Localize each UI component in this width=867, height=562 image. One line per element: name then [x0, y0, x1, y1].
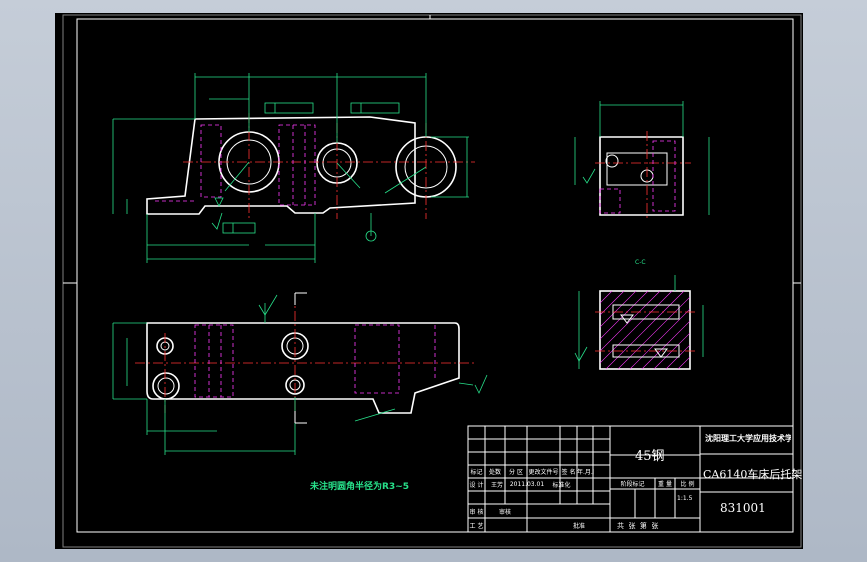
tb-design-row: 设 计 王芳 2011.03.01 标准化 — [468, 478, 610, 491]
scale-value: 1:1.5 — [677, 495, 693, 502]
roughness-symbol — [582, 168, 596, 184]
bolt-hole — [285, 375, 305, 395]
tb-cell: 工 艺 — [469, 522, 484, 530]
sheet-info: 共 张 第 张 — [617, 522, 659, 530]
tb-header-row: 标记 处数 分 区 更改文件号 签 名 年.月.日 — [468, 465, 610, 478]
geo-tolerance-frame — [222, 222, 256, 234]
tb-cell: 审 核 — [469, 508, 484, 516]
tb-review-row: 审 核 审核 — [468, 504, 610, 518]
tb-cell: 更改文件号 — [528, 469, 559, 476]
tb-cell: 年.月.日 — [577, 469, 594, 476]
tb-cell: 标准化 — [552, 482, 571, 489]
side-hole — [605, 154, 619, 168]
front-outline — [146, 116, 416, 215]
datum-symbol — [365, 230, 377, 242]
tb-cell: 比 例 — [680, 481, 695, 488]
tb-cell: 阶段标记 — [620, 481, 645, 488]
title-block-frame — [467, 425, 794, 533]
geo-tolerance-frame — [264, 102, 314, 114]
tb-cell: 审核 — [498, 508, 511, 516]
outer-frame — [62, 14, 802, 548]
part-name: CA6140车床后托架 — [703, 468, 803, 481]
tb-cell: 王芳 — [490, 482, 503, 489]
section-view — [574, 275, 704, 370]
tb-cell: 2011.03.01 — [509, 481, 545, 488]
inner-frame — [76, 18, 794, 533]
hidden-feature — [278, 124, 316, 206]
roughness-symbol — [258, 294, 278, 316]
school-name: 沈阳理工大学应用技术学院 — [705, 434, 791, 443]
tb-stage-row: 阶段标记 重 量 比 例 — [610, 478, 700, 489]
tb-cell: 分 区 — [509, 469, 523, 476]
general-note: 未注明圆角半径为R3~5 — [310, 482, 409, 492]
tb-process-row: 工 艺 批准 — [468, 518, 610, 532]
top-view — [112, 292, 488, 455]
hidden-feature — [200, 124, 222, 198]
tb-cell: 批准 — [572, 522, 585, 530]
material-label: 45钢 — [635, 449, 665, 464]
title-block — [467, 425, 794, 533]
bolt-hole — [152, 372, 180, 400]
geo-tolerance-frame — [350, 102, 400, 114]
section-outline — [599, 290, 691, 370]
roughness-symbol — [474, 374, 488, 394]
roughness-symbol — [211, 212, 223, 230]
tb-cell: 处数 — [488, 469, 501, 476]
tb-cell: 签 名 — [561, 469, 576, 476]
section-label: C-C — [635, 259, 646, 266]
datum-triangle — [214, 197, 224, 207]
tb-cell: 标记 — [470, 469, 483, 476]
front-view — [112, 73, 475, 263]
side-view — [574, 101, 710, 221]
cad-drawing — [62, 14, 802, 548]
drawing-number: 831001 — [720, 501, 766, 515]
drawing-sheet: 45钢 沈阳理工大学应用技术学院 CA6140车床后托架 831001 1:1.… — [55, 13, 803, 549]
tb-cell: 设 计 — [469, 482, 484, 489]
roughness-symbol — [574, 346, 588, 362]
top-outline — [146, 322, 460, 414]
tb-cell: 重 量 — [658, 481, 672, 488]
